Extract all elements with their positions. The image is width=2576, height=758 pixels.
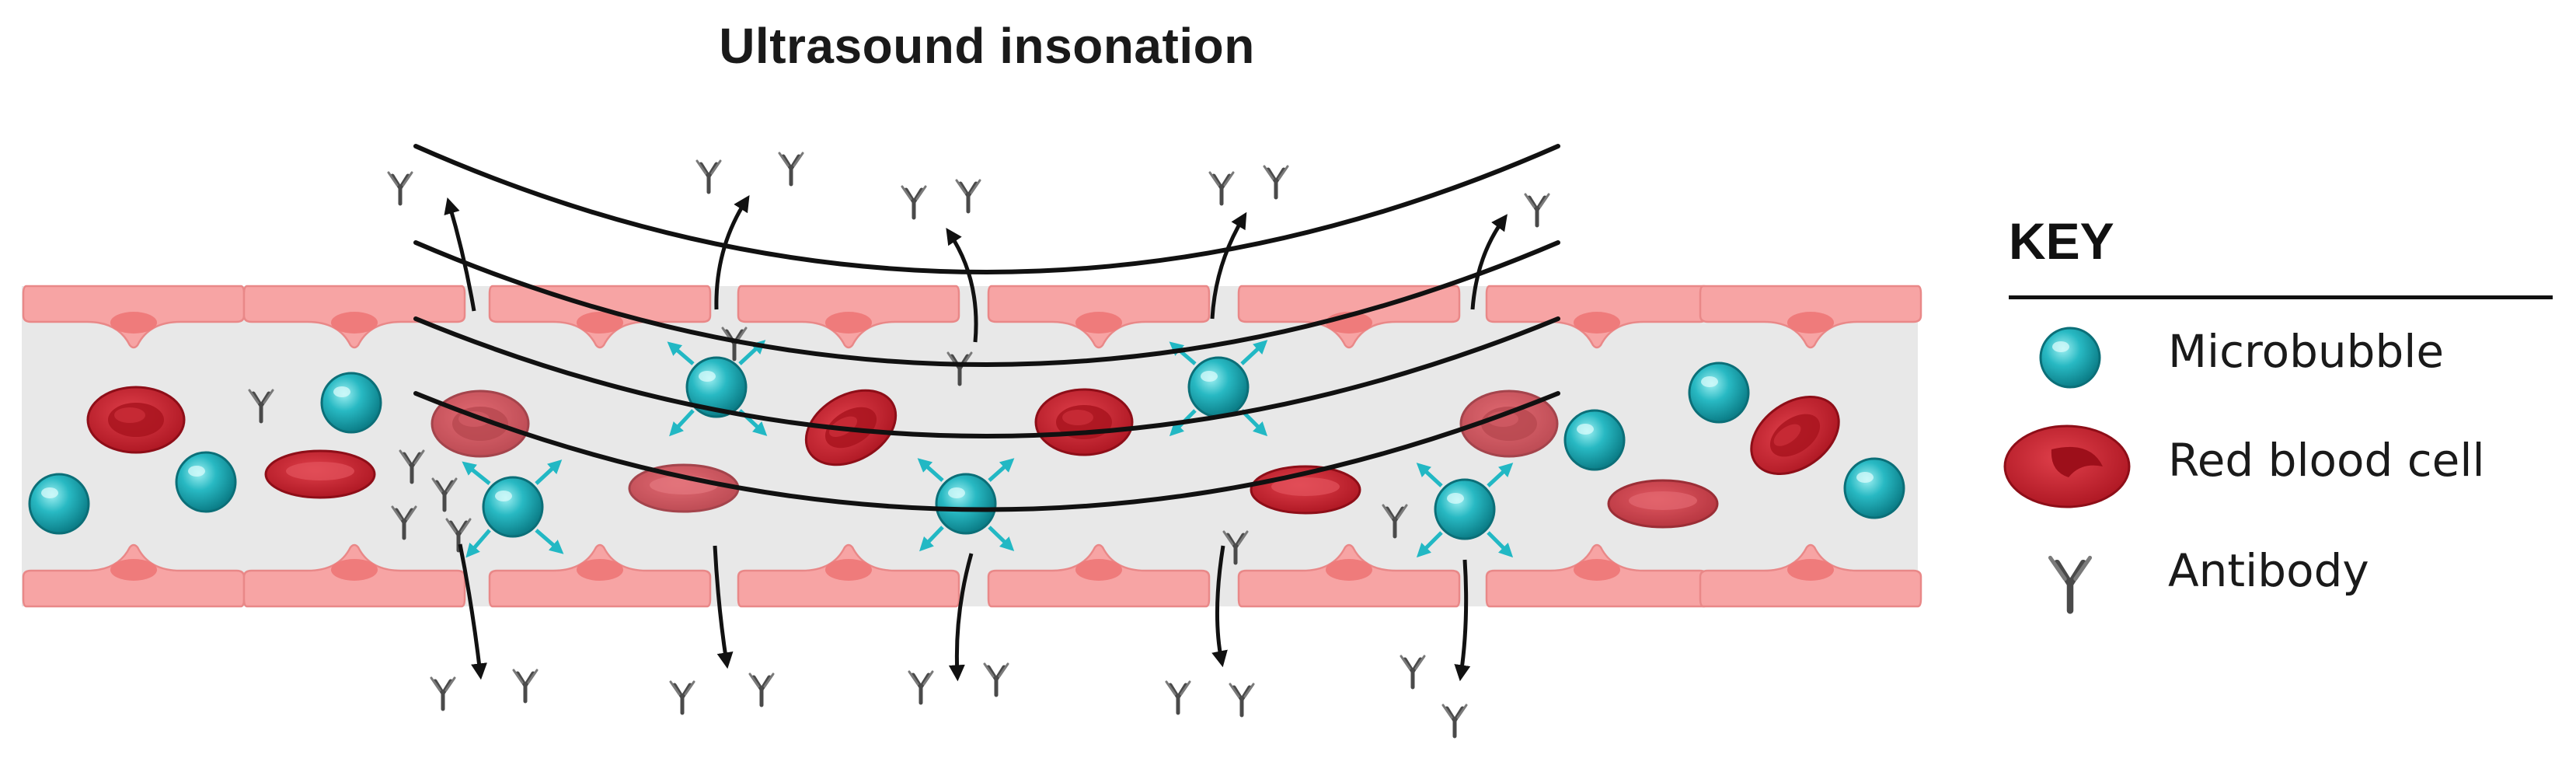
red-blood-cell bbox=[430, 389, 530, 458]
antibody bbox=[1401, 656, 1424, 687]
key-divider bbox=[2009, 295, 2553, 299]
microbubble bbox=[175, 451, 237, 513]
red-blood-cell bbox=[628, 463, 740, 513]
microbubble bbox=[1563, 409, 1626, 471]
antibody bbox=[985, 664, 1008, 695]
key-label-antibody: Antibody bbox=[2168, 544, 2369, 597]
ultrasound-waves bbox=[413, 144, 1560, 512]
red-blood-cell bbox=[1034, 388, 1134, 456]
release-arrows bbox=[444, 194, 1508, 682]
key-label-red-blood-cell: Red blood cell bbox=[2168, 434, 2485, 487]
microbubble bbox=[482, 476, 544, 538]
microbubble-icon bbox=[2039, 327, 2101, 389]
microbubble bbox=[1843, 457, 1905, 519]
microbubble bbox=[320, 372, 382, 434]
antibody bbox=[697, 161, 720, 192]
antibody bbox=[750, 674, 773, 705]
microbubble bbox=[1688, 362, 1750, 424]
antibody bbox=[1443, 705, 1466, 736]
antibody-icon bbox=[2051, 557, 2090, 610]
red-blood-cell bbox=[1607, 479, 1719, 529]
key-icons bbox=[2003, 327, 2131, 610]
antibody bbox=[1210, 173, 1233, 204]
antibody bbox=[779, 153, 803, 184]
antibody bbox=[957, 180, 980, 211]
microbubble bbox=[1434, 478, 1496, 540]
diagram-title: Ultrasound insonation bbox=[719, 18, 1255, 74]
antibody bbox=[671, 682, 694, 713]
antibody bbox=[1166, 682, 1190, 713]
antibody bbox=[431, 678, 455, 709]
microbubble bbox=[935, 473, 997, 535]
antibody bbox=[389, 173, 412, 204]
microbubble bbox=[28, 473, 90, 535]
red-blood-cell-icon bbox=[2003, 424, 2131, 508]
red-blood-cell bbox=[86, 386, 186, 454]
antibody bbox=[514, 670, 537, 701]
antibody bbox=[1264, 166, 1288, 197]
red-blood-cell bbox=[264, 449, 376, 499]
antibody bbox=[902, 187, 925, 218]
microbubble bbox=[1187, 356, 1250, 418]
key-title: KEY bbox=[2009, 212, 2114, 270]
antibody bbox=[909, 672, 932, 703]
antibody bbox=[1230, 684, 1253, 715]
antibody bbox=[1525, 194, 1549, 225]
key-label-microbubble: Microbubble bbox=[2168, 325, 2445, 378]
